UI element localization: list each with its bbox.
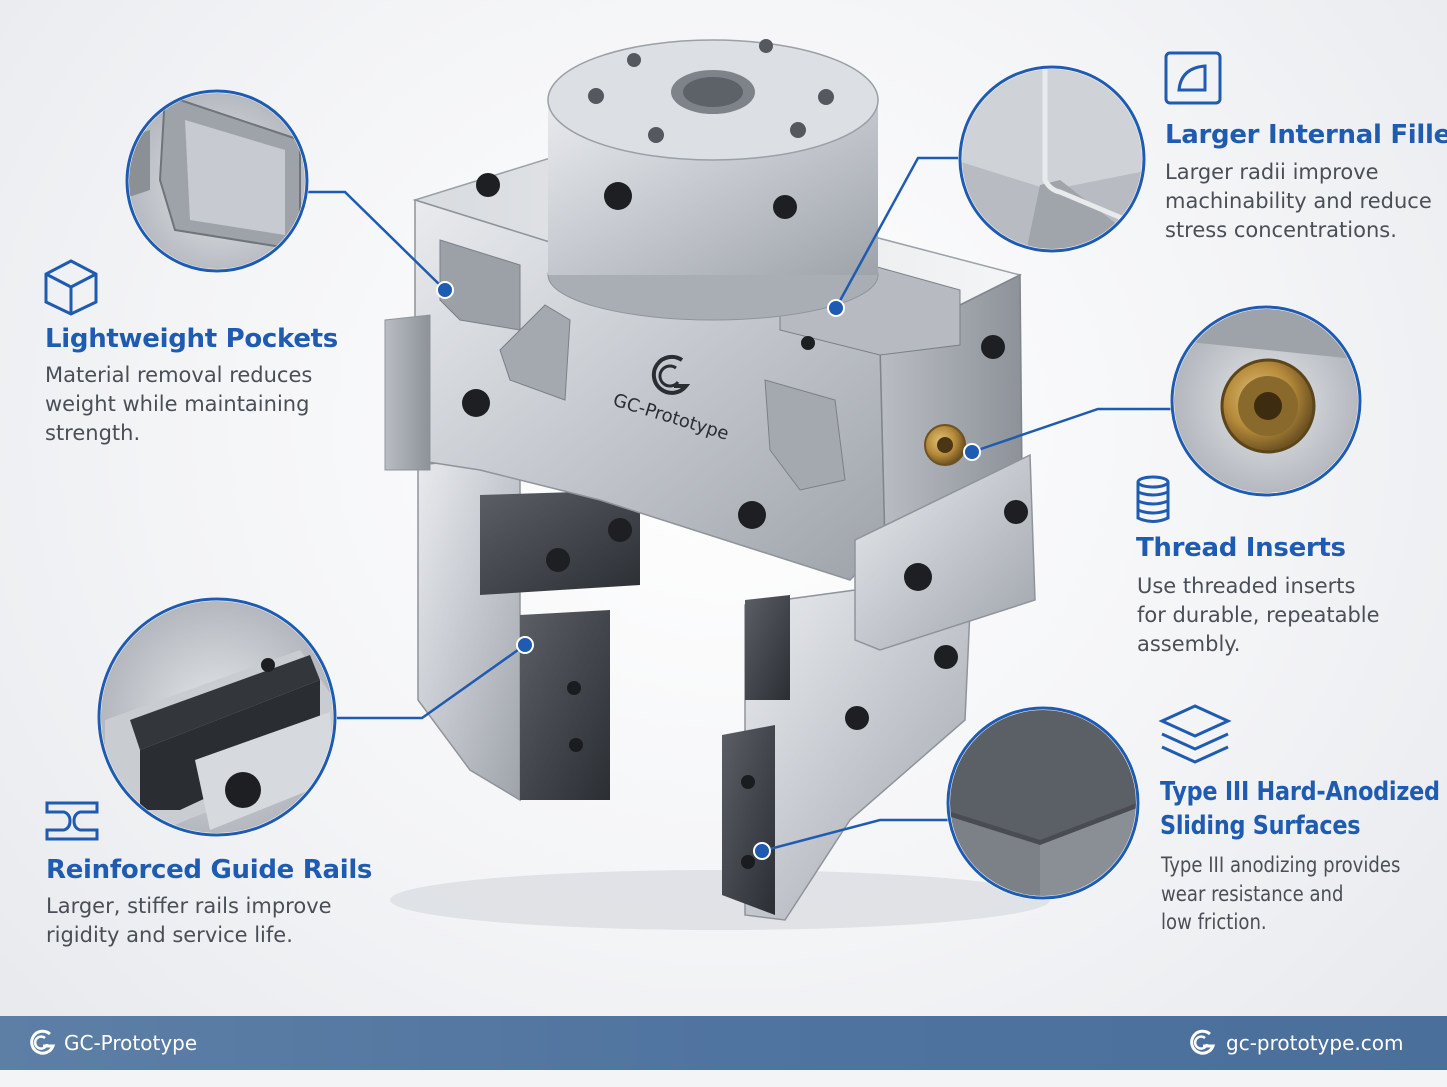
feature-description-line: stress concentrations.	[1165, 218, 1397, 242]
feature-description-line: low friction.	[1161, 910, 1267, 934]
feature-title: Reinforced Guide Rails	[46, 855, 373, 885]
footer-website-link[interactable]: gc-prototype.com	[1226, 1031, 1404, 1055]
feature-description-line: Larger, stiffer rails improve	[46, 894, 332, 918]
feature-description-line: weight while maintaining	[45, 392, 310, 416]
cube-icon	[44, 259, 98, 316]
feature-description-line: Type III anodizing provides	[1161, 853, 1401, 877]
footer-bar: GC-Prototype gc-prototype.com	[0, 1016, 1447, 1070]
layers-icon	[1158, 704, 1232, 764]
feature-description-line: for durable, repeatable	[1137, 603, 1380, 627]
feature-title: Lightweight Pockets	[45, 324, 338, 354]
feature-title-line: Sliding Surfaces	[1160, 811, 1361, 841]
rounded-corner-icon	[1164, 51, 1222, 105]
feature-description-line: Larger radii improve	[1165, 160, 1379, 184]
website-logo-icon	[1190, 1029, 1216, 1055]
feature-description-line: Material removal reduces	[45, 363, 313, 387]
feature-description-line: assembly.	[1137, 632, 1241, 656]
feature-title-line: Type III Hard-Anodized	[1160, 777, 1440, 807]
feature-description-line: rigidity and service life.	[46, 923, 293, 947]
brand-logo-icon	[30, 1029, 56, 1055]
feature-description-line: wear resistance and	[1161, 882, 1344, 906]
feature-title: Thread Inserts	[1136, 533, 1346, 563]
footer-bottom-strip	[0, 1070, 1447, 1087]
footer-brand: GC-Prototype	[64, 1031, 198, 1055]
feature-description-line: strength.	[45, 421, 141, 445]
thread-coil-icon	[1136, 475, 1170, 523]
body-logo	[651, 354, 691, 395]
feature-description-line: Use threaded inserts	[1137, 574, 1356, 598]
feature-description-line: machinability and reduce	[1165, 189, 1432, 213]
feature-title: Larger Internal Fillets	[1165, 120, 1447, 150]
i-beam-icon	[45, 801, 99, 841]
